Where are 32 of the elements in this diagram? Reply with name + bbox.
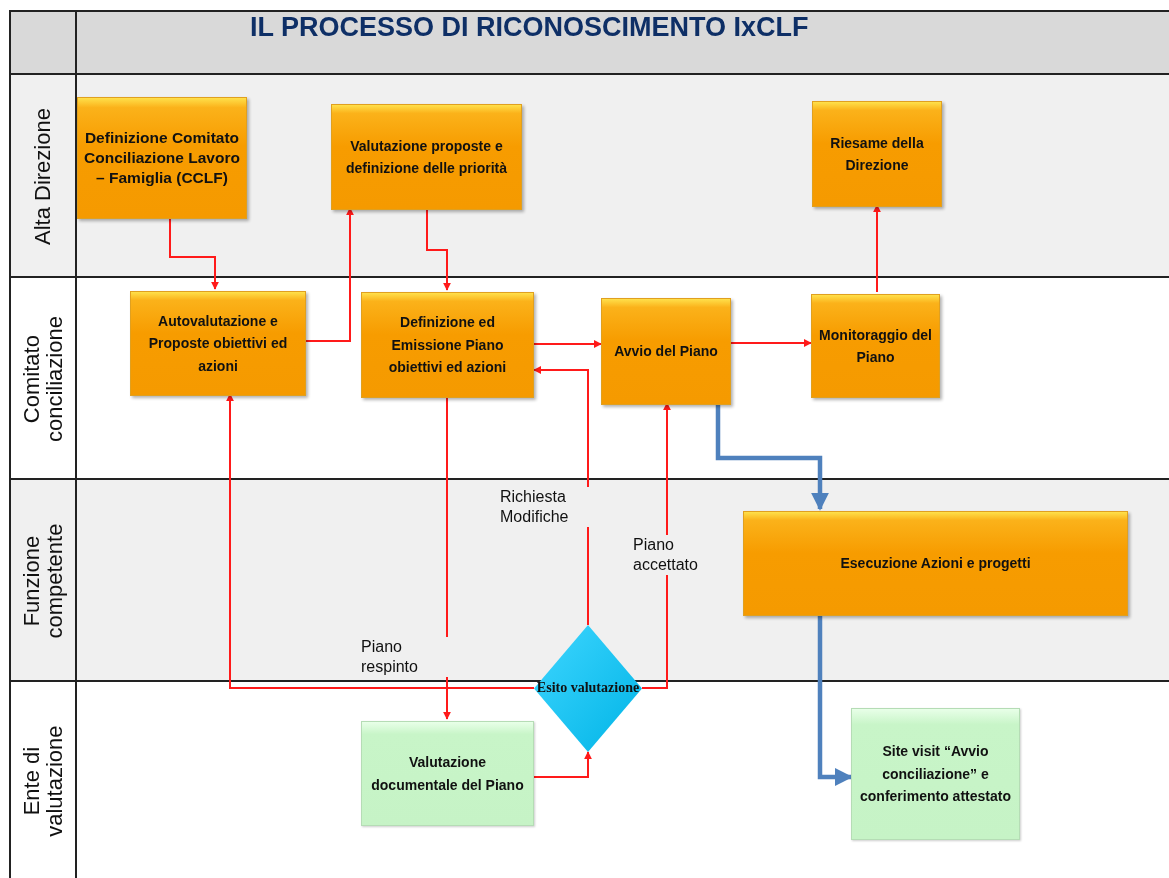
edge-label: Richiesta Modifiche (500, 487, 592, 527)
swimlane (10, 478, 1169, 680)
process-box: Valutazione documentale del Piano (361, 721, 534, 826)
lane-label: Funzione competente (19, 522, 67, 641)
process-box: Esecuzione Azioni e progetti (743, 511, 1128, 616)
arrow (817, 614, 853, 786)
lane-label: Ente di valutazione (19, 724, 67, 839)
process-box: Site visit “Avvio conciliazione” e conferimento attestato (851, 708, 1020, 840)
arrow (533, 751, 592, 778)
arrow (641, 402, 671, 689)
arrow (426, 207, 451, 291)
decision-diamond: Esito valutazione (534, 625, 642, 752)
arrow (533, 340, 602, 348)
process-box: Definizione ed Emissione Piano obiettivi ed azioni (361, 292, 534, 398)
process-box: Riesame della Direzione (812, 101, 942, 207)
process-box: Definizione Comitato Conciliazione Lavoro – Famiglia (CCLF) (77, 97, 247, 219)
swimlane (10, 73, 1169, 276)
lane-label: Comitato conciliazione (19, 315, 67, 445)
arrow (169, 216, 219, 290)
process-box: Monitoraggio del Piano (811, 294, 940, 398)
process-box: Valutazione proposte e definizione delle priorità (331, 104, 522, 210)
arrow (873, 204, 881, 293)
process-box: Autovalutazione e Proposte obiettivi ed azioni (130, 291, 306, 396)
arrow (730, 339, 812, 347)
arrow (443, 395, 451, 720)
arrow (715, 403, 829, 511)
arrow (226, 393, 535, 689)
title: IL PROCESSO DI RICONOSCIMENTO IxCLF (250, 12, 809, 43)
lane-label: Alta Direzione (31, 107, 55, 248)
arrow (305, 207, 354, 342)
arrow (533, 366, 589, 626)
process-box: Avvio del Piano (601, 298, 731, 405)
